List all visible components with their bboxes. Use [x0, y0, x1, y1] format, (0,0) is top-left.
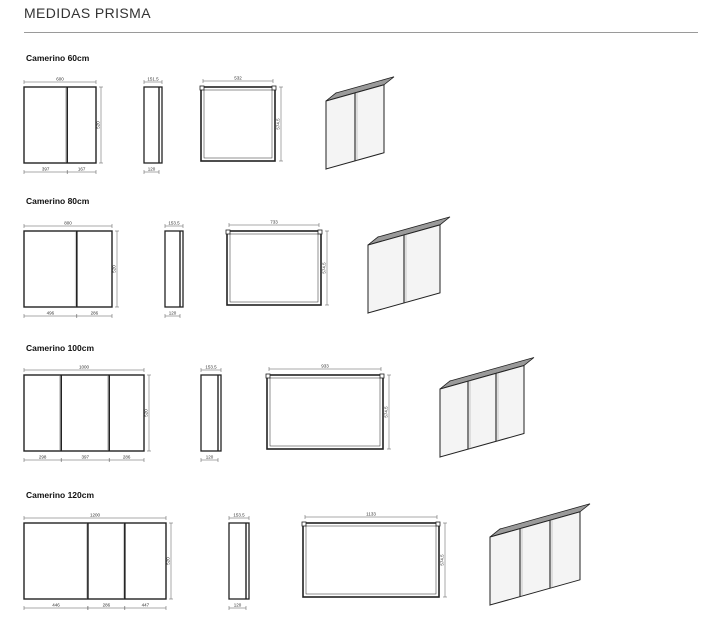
side-view: 151.5 120	[143, 77, 163, 174]
side-bottom-dim-label: 120	[169, 311, 177, 316]
side-outline	[143, 86, 163, 164]
front-height-dim-label: 520	[112, 265, 117, 273]
back-width-dim-label: 933	[321, 364, 329, 369]
front-width-dim-label: 1200	[90, 513, 101, 518]
iso-front-face	[439, 364, 525, 458]
section-title-80: Camerino 80cm	[26, 196, 90, 206]
title-divider	[24, 32, 698, 33]
side-top-dim-label: 153.5	[168, 221, 180, 226]
front-bottom-dim-label: 286	[123, 455, 131, 460]
isometric-view	[489, 503, 591, 606]
side-bottom-dim-label: 120	[148, 167, 156, 172]
hanger-right	[317, 229, 323, 235]
back-outline	[302, 522, 440, 598]
section-title-60: Camerino 60cm	[26, 53, 90, 63]
side-outline	[164, 230, 184, 308]
back-width-dim-label: 532	[234, 76, 242, 81]
back-view: 933 574.5	[265, 364, 391, 450]
hanger-left	[301, 521, 307, 527]
isometric-view	[439, 357, 535, 458]
side-view: 153.5 120	[200, 365, 222, 462]
back-inner	[229, 233, 319, 303]
back-height-dim-label: 574.5	[440, 554, 445, 566]
hanger-left	[265, 373, 271, 379]
back-inner	[305, 525, 437, 595]
hanger-right	[271, 85, 277, 91]
front-width-dim-label: 600	[56, 77, 64, 82]
section-3-drawings: 1200 520 446 286 447 153.5 120 1133 574.5	[23, 503, 591, 610]
front-view: 1000 520 298 397 286	[23, 365, 151, 462]
front-bottom-dim-label: 446	[52, 603, 60, 608]
front-outline	[23, 86, 97, 164]
front-bottom-dim-label: 397	[81, 455, 89, 460]
hanger-left	[225, 229, 231, 235]
back-width-dim-label: 1133	[366, 512, 376, 517]
section-1-drawings: 800 520 496 286 153.5 120 733 574.5	[23, 216, 451, 318]
front-height-dim-label: 520	[166, 557, 171, 565]
hanger-right	[379, 373, 385, 379]
front-bottom-dim-label: 397	[42, 167, 50, 172]
side-outline	[200, 374, 222, 452]
back-height-dim-label: 574.5	[384, 406, 389, 418]
section-2-drawings: 1000 520 298 397 286 153.5 120 933 574.5	[23, 357, 535, 462]
section-title-100: Camerino 100cm	[26, 343, 95, 353]
section-title-120: Camerino 120cm	[26, 490, 95, 500]
front-view: 800 520 496 286	[23, 221, 119, 318]
side-outline	[228, 522, 250, 600]
back-width-dim-label: 733	[270, 220, 278, 225]
side-top-dim-label: 153.5	[233, 513, 245, 518]
front-bottom-dim-label: 298	[39, 455, 47, 460]
front-bottom-dim-label: 167	[78, 167, 86, 172]
back-inner	[203, 89, 273, 159]
section-0-drawings: 600 520 397 167 151.5 120 532 574.5	[23, 76, 395, 174]
back-outline	[226, 230, 322, 306]
front-width-dim-label: 1000	[79, 365, 90, 370]
back-outline	[200, 86, 276, 162]
back-height-dim-label: 574.5	[322, 262, 327, 274]
page-title: MEDIDAS PRISMA	[24, 5, 151, 21]
iso-front-face	[489, 511, 581, 606]
back-view: 733 574.5	[225, 220, 329, 306]
front-bottom-dim-label: 447	[142, 603, 150, 608]
hanger-right	[435, 521, 441, 527]
isometric-view	[367, 216, 451, 314]
side-view: 153.5 120	[164, 221, 184, 318]
front-view: 1200 520 446 286 447	[23, 513, 173, 610]
front-bottom-dim-label: 286	[91, 311, 99, 316]
isometric-view	[325, 76, 395, 170]
front-outline	[23, 522, 167, 600]
front-view: 600 520 397 167	[23, 77, 103, 174]
hanger-left	[199, 85, 205, 91]
back-view: 1133 574.5	[301, 512, 447, 598]
side-bottom-dim-label: 120	[206, 455, 214, 460]
front-width-dim-label: 800	[64, 221, 72, 226]
side-bottom-dim-label: 120	[234, 603, 242, 608]
side-view: 153.5 120	[228, 513, 250, 610]
front-bottom-dim-label: 496	[47, 311, 55, 316]
front-height-dim-label: 520	[144, 409, 149, 417]
side-top-dim-label: 153.5	[205, 365, 217, 370]
side-top-dim-label: 151.5	[147, 77, 159, 82]
front-outline	[23, 230, 113, 308]
front-bottom-dim-label: 286	[103, 603, 111, 608]
front-height-dim-label: 520	[96, 121, 101, 129]
back-outline	[266, 374, 384, 450]
back-height-dim-label: 574.5	[276, 118, 281, 130]
front-outline	[23, 374, 145, 452]
back-inner	[269, 377, 381, 447]
back-view: 532 574.5	[199, 76, 283, 162]
